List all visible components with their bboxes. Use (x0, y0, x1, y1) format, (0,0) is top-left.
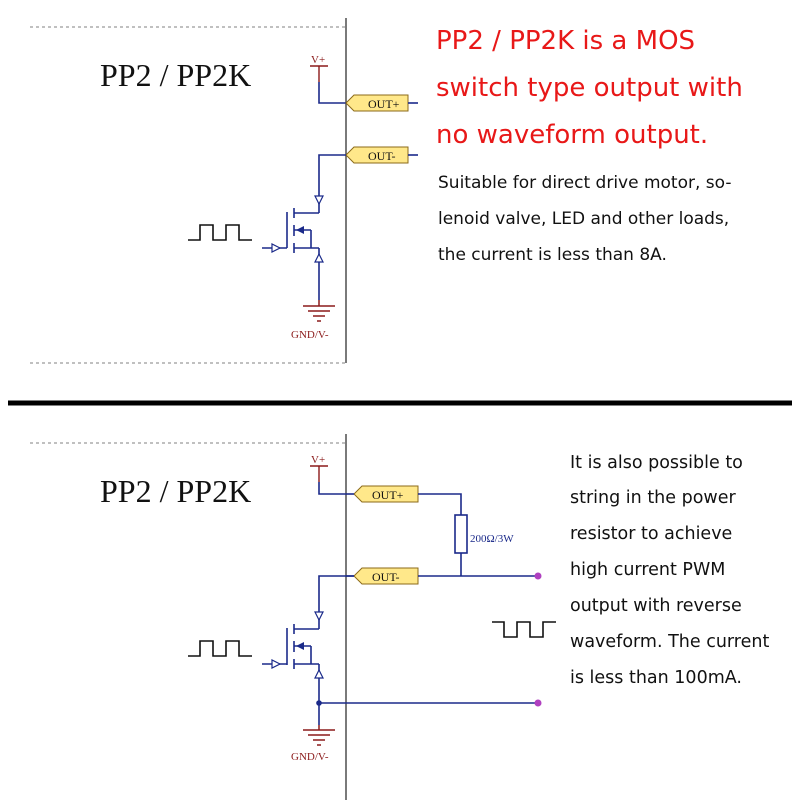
top-out-plus-port: OUT+ (345, 94, 418, 112)
bottom-out-minus-port: OUT- (353, 567, 419, 585)
top-gnd-label: GND/V- (291, 329, 329, 341)
bottom-body-line-3: resistor to achieve (570, 524, 732, 544)
top-body-line-1: Suitable for direct drive motor, so- (438, 173, 732, 193)
top-headline-line-2: switch type output with (436, 73, 743, 103)
terminal-ground (534, 699, 542, 707)
top-panel: PP2 / PP2K V+ OUT+ OUT- (30, 18, 743, 364)
top-panel-title: PP2 / PP2K (100, 57, 251, 93)
bottom-body-line-2: string in the power (570, 488, 736, 508)
bottom-drain-wire (318, 575, 354, 612)
bottom-body-line-4: high current PWM (570, 560, 725, 580)
bottom-out-minus-label: OUT- (372, 570, 400, 584)
bottom-resistor-top-wire (418, 493, 462, 515)
bottom-vplus-symbol: V+ (310, 454, 328, 482)
top-headline-line-1: PP2 / PP2K is a MOS (436, 26, 695, 56)
bottom-panel: PP2 / PP2K V+ OUT+ OUT- 200Ω/3W (30, 434, 769, 800)
top-out-plus-label: OUT+ (368, 97, 400, 111)
bottom-ground-symbol: GND/V- (291, 725, 335, 763)
bottom-body-line-1: It is also possible to (570, 453, 743, 473)
bottom-gnd-label: GND/V- (291, 751, 329, 763)
bottom-out-plus-label: OUT+ (372, 488, 404, 502)
terminal-out (534, 572, 542, 580)
bottom-out-plus-port: OUT+ (353, 485, 419, 503)
reverse-waveform (492, 621, 556, 638)
resistor-label: 200Ω/3W (470, 533, 514, 545)
power-resistor (454, 514, 468, 554)
top-drain-wire (318, 154, 346, 196)
top-mosfet-symbol (286, 195, 324, 300)
top-body-line-3: the current is less than 8A. (438, 245, 667, 265)
bottom-mosfet-symbol (286, 611, 324, 725)
bottom-gate-arrow (271, 659, 282, 669)
top-input-waveform (188, 224, 252, 241)
bottom-vplus-label: V+ (311, 454, 325, 466)
top-headline-line-3: no waveform output. (436, 120, 708, 150)
top-gate-arrow (271, 243, 282, 253)
top-vplus-wire (318, 82, 346, 104)
bottom-body-line-6: waveform. The current (570, 632, 769, 652)
top-body-line-2: lenoid valve, LED and other loads, (438, 209, 729, 229)
bottom-vplus-wire (318, 482, 346, 495)
ground-junction (316, 700, 322, 706)
top-vplus-symbol: V+ (310, 54, 328, 82)
bottom-body-line-5: output with reverse (570, 596, 742, 616)
bottom-panel-title: PP2 / PP2K (100, 473, 251, 509)
top-out-minus-label: OUT- (368, 149, 396, 163)
top-ground-symbol: GND/V- (291, 300, 335, 341)
top-out-minus-port: OUT- (345, 146, 418, 164)
bottom-body-line-7: is less than 100mA. (570, 668, 742, 688)
top-vplus-label: V+ (311, 54, 325, 66)
bottom-input-waveform (188, 640, 252, 657)
